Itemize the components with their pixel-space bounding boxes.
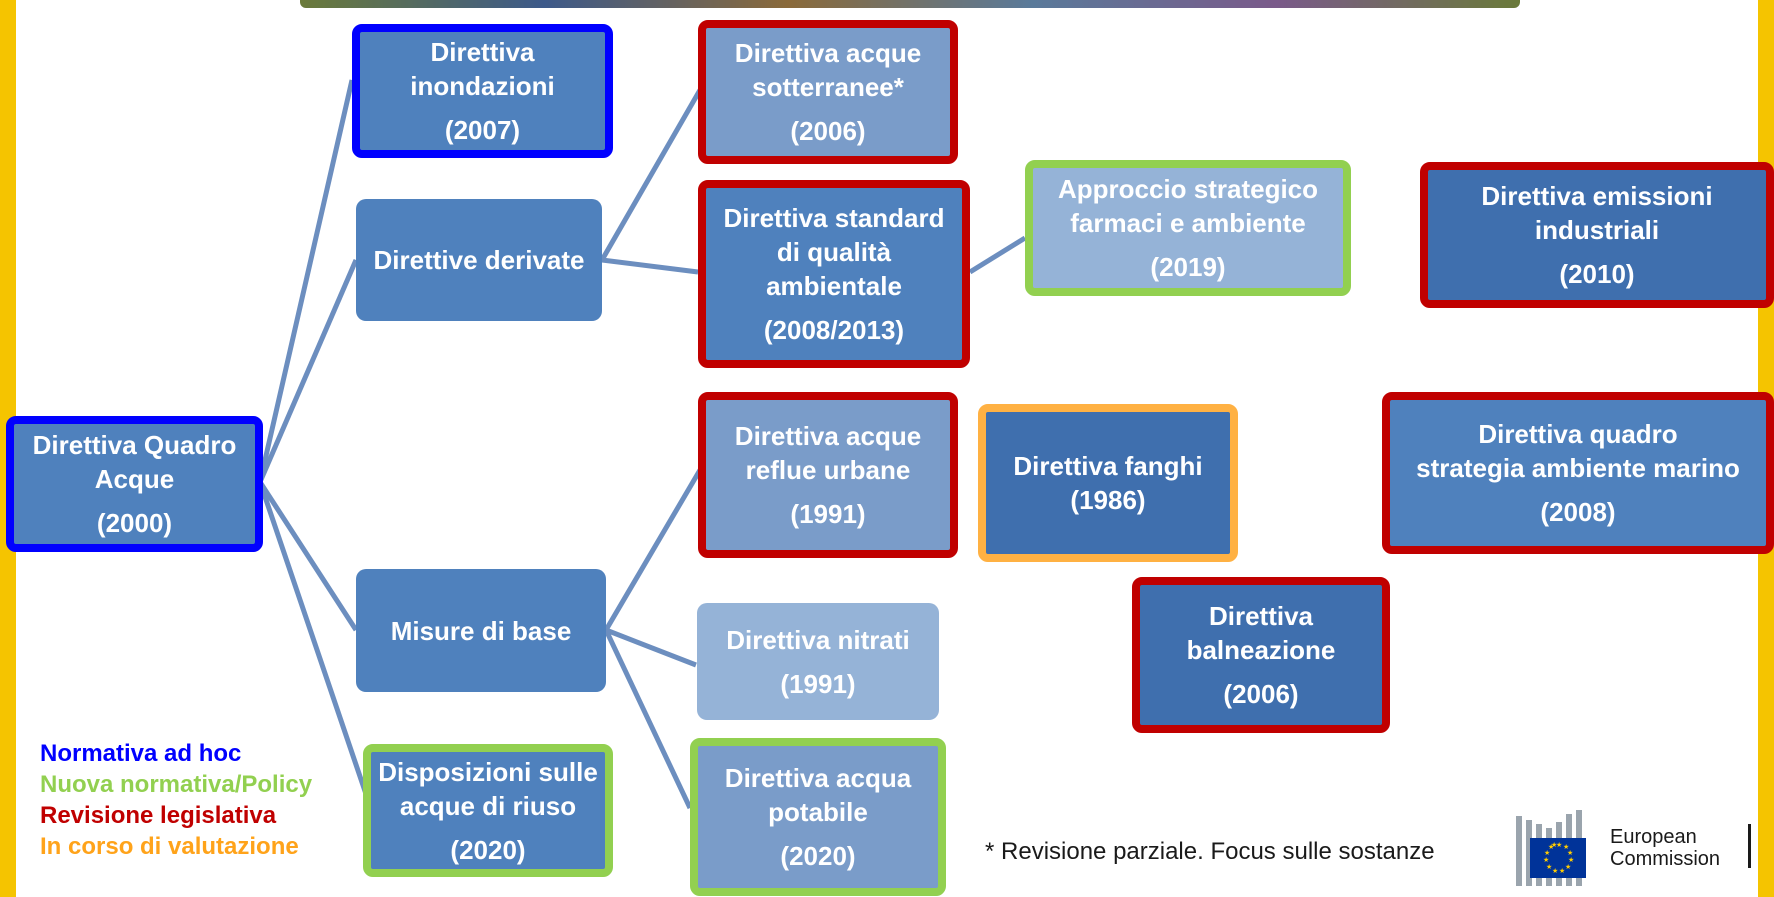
node-title: Disposizioni sulle acque di riuso [378,756,598,821]
node-title: Direttiva quadro strategia ambiente mari… [1416,419,1740,483]
connector-quadro-inondazioni [257,79,355,483]
connector-derivate-standard [601,257,699,275]
node-direttiva-nitrati[interactable]: Direttiva nitrati (1991) [697,603,939,720]
svg-text:★: ★ [1551,841,1557,849]
node-direttiva-acqua-potabile[interactable]: Direttiva acqua potabile (2020) [690,738,946,896]
node-year: (2008) [1540,497,1616,527]
svg-text:★: ★ [1548,843,1554,851]
logo-line-1: European [1610,826,1697,848]
node-year: (2019) [1150,252,1226,282]
node-direttiva-quadro-strategia-marino[interactable]: Direttiva quadro strategia ambiente mari… [1382,392,1774,554]
top-banner-strip [300,0,1520,8]
node-title: Direttiva fanghi (1986) [1013,451,1203,515]
node-direttiva-acque-reflue-urbane[interactable]: Direttiva acque reflue urbane (1991) [698,392,958,558]
european-commission-wordmark: European Commission [1610,826,1720,870]
node-title: Direttiva Quadro Acque [32,430,237,494]
logo-divider [1748,824,1751,868]
node-year: (2020) [780,841,856,871]
svg-text:★: ★ [1567,849,1573,857]
node-title: Direttiva inondazioni [410,37,555,101]
node-title: Approccio strategico farmaci e ambiente [1057,174,1319,238]
connector-quadro-derivate [257,259,359,483]
node-title: Misure di base [390,615,572,646]
connector-standard-farmaci [968,235,1027,275]
european-commission-logo: ★★★ ★★★ ★★★ ★★★ European Commission [1508,808,1770,888]
node-title: Direttiva acqua potabile [724,763,912,827]
node-approccio-strategico-farmaci[interactable]: Approccio strategico farmaci e ambiente … [1025,160,1351,296]
node-year: (2000) [96,508,173,538]
eu-flag-icon: ★★★ ★★★ ★★★ ★★★ [1530,838,1586,878]
node-title: Direttiva emissioni industriali [1481,181,1713,245]
node-direttive-derivate[interactable]: Direttive derivate [356,199,602,321]
svg-text:★: ★ [1568,856,1574,864]
node-direttiva-fanghi[interactable]: Direttiva fanghi (1986) [978,404,1238,562]
legend-item-normativa-ad-hoc: Normativa ad hoc [40,740,242,767]
node-year: (1991) [780,668,856,699]
node-title: Direttiva acque reflue urbane [734,421,922,485]
node-direttiva-standard-qualita-ambientale[interactable]: Direttiva standard di qualità ambientale… [698,180,970,368]
node-direttiva-emissioni-industriali[interactable]: Direttiva emissioni industriali (2010) [1420,162,1774,308]
legend-item-revisione-legislativa: Revisione legislativa [40,802,277,829]
svg-text:★: ★ [1544,849,1550,857]
footnote: * Revisione parziale. Focus sulle sostan… [985,838,1435,865]
connector-misure-reflue [603,468,703,632]
svg-text:★: ★ [1543,856,1549,864]
node-misure-di-base[interactable]: Misure di base [356,569,606,692]
svg-text:★: ★ [1565,863,1571,871]
node-title: Direttive derivate [373,245,585,275]
node-year: (2007) [444,115,521,145]
node-year: (2006) [1223,679,1299,709]
node-direttiva-inondazioni[interactable]: Direttiva inondazioni (2007) [352,24,613,158]
svg-text:★: ★ [1546,863,1552,871]
connector-quadro-misure [257,480,359,632]
svg-text:★: ★ [1559,867,1565,875]
node-year: (2008/2013) [763,315,905,345]
node-disposizioni-acque-di-riuso[interactable]: Disposizioni sulle acque di riuso (2020) [363,744,613,877]
node-year: (2006) [790,116,866,146]
connector-derivate-sotterranee [599,88,703,262]
legend-item-nuova-normativa: Nuova normativa/Policy [40,771,313,798]
connector-misure-potabile [603,628,693,810]
connector-quadro-riuso [257,481,371,801]
node-title: Direttiva balneazione [1186,601,1336,665]
node-title: Direttiva nitrati [726,624,910,655]
node-direttiva-quadro-acque[interactable]: Direttiva Quadro Acque (2000) [6,416,263,552]
legend: Normativa ad hoc Nuova normativa/Policy … [40,738,312,862]
svg-text:★: ★ [1552,867,1558,875]
node-year: (1991) [790,499,866,529]
logo-line-2: Commission [1610,848,1721,870]
node-direttiva-acque-sotterranee[interactable]: Direttiva acque sotterranee* (2006) [698,20,958,164]
node-direttiva-balneazione[interactable]: Direttiva balneazione (2006) [1132,577,1390,733]
node-title: Direttiva acque sotterranee* [734,38,922,102]
svg-text:★: ★ [1556,841,1562,849]
legend-item-in-corso-di-valutazione: In corso di valutazione [40,833,299,860]
node-title: Direttiva standard di qualità ambientale [723,203,945,301]
node-year: (2020) [450,834,526,865]
connector-misure-nitrati [605,627,697,668]
node-year: (2010) [1559,259,1635,289]
svg-text:★: ★ [1563,843,1569,851]
